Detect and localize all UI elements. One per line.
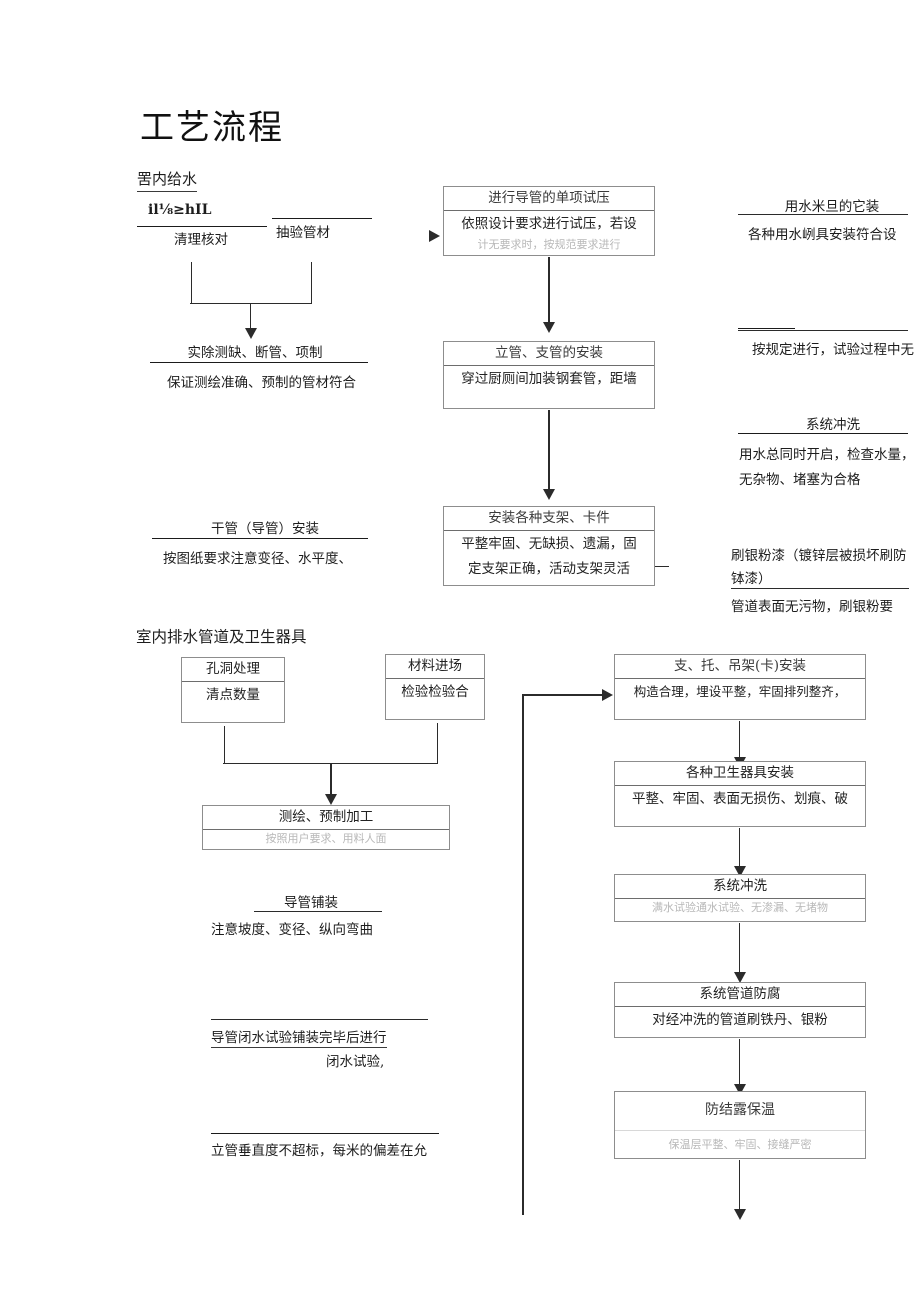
flow-box-caption: 材料进场 [386, 655, 484, 679]
flow-box-hole-treatment: 孔洞处理 清点数量 [181, 657, 285, 723]
flow-box-caption: 孔洞处理 [182, 658, 284, 682]
arrow-down-icon-lL [325, 794, 337, 805]
rule-lL2 [211, 1019, 428, 1020]
rule-uL4 [152, 538, 368, 539]
node-heading-lL1: 导管铺装 [284, 895, 338, 911]
arrow-down-icon-lr3 [734, 972, 746, 983]
rule-uL3 [150, 362, 368, 363]
flow-box-pipe-anticorrosion: 系统管道防腐 对经冲洗的管道刷铁丹、银粉 [614, 982, 866, 1038]
node-body-lL3: 立管垂直度不超标，每米的偏差在允 [211, 1143, 427, 1159]
node-heading-uR4-line1: 刷银粉漆（镀锌层被损坏刷防 [731, 548, 907, 564]
connector-lr4-lr5 [739, 1039, 740, 1087]
rule-uR2 [738, 330, 908, 331]
node-heading-uL4: 干管（导管）安装 [211, 521, 319, 537]
section-label-indoor-water-supply: 罟内给水 [137, 168, 198, 192]
node-body-uL1: 清理核对 [174, 232, 228, 248]
flow-box-material-arrival: 材料进场 检验检验合 [385, 654, 485, 720]
arrow-down-icon-c1 [543, 322, 555, 333]
rule-uR1 [738, 214, 908, 215]
flow-box-body: 对经冲洗的管道刷铁丹、银粉 [652, 1012, 828, 1028]
rule-lL1 [254, 911, 382, 912]
connector-lr2-lr3 [739, 828, 740, 870]
flow-box-body: 按照用户要求、用料人面 [265, 832, 387, 845]
connector-lr1-lr2 [739, 721, 740, 761]
flow-box-body: 构造合理，埋设平整，牢固排列整齐， [633, 684, 847, 699]
node-body-uR3-line2: 无杂物、堵塞为合格 [739, 472, 861, 488]
node-body-uR1: 各种用水峢具安装符合设 [748, 227, 897, 243]
flow-box-line1: 依照设计要求进行试压，若设 [461, 216, 637, 232]
node-body-uL4: 按图纸要求注意变径、水平度、 [163, 551, 352, 567]
node-body-uR2: 按规定进行，试验过程中无 [752, 342, 914, 358]
connector-lr3-lr4 [739, 923, 740, 975]
flow-box-caption: 测绘、预制加工 [203, 806, 449, 830]
flow-box-caption: 安装各种支架、卡件 [444, 507, 654, 531]
arrow-down-icon-lr4 [734, 1084, 746, 1095]
connector-stub-hole [224, 726, 225, 764]
node-body-uL3: 保证测绘准确、预制的管材符合 [167, 375, 356, 391]
node-heading-uR3: 系统冲洗 [806, 417, 860, 433]
arrow-right-icon-into-supports [602, 689, 613, 701]
flow-box-caption: 支、托、吊架(卡)安装 [615, 655, 865, 679]
flow-box-caption: 各种卫生器具安装 [615, 762, 865, 786]
connector-merge-down [250, 303, 251, 331]
rule-uL2 [272, 218, 372, 219]
connector-stub-material [437, 723, 438, 764]
flow-box-body: 满水试验通水试验、无渗漏、无堵物 [652, 901, 828, 914]
flow-box-caption: 进行导管的单项试压 [444, 187, 654, 211]
connector-lr5-out [739, 1160, 740, 1212]
node-body-lL2: 闭水试验, [326, 1054, 385, 1070]
flow-box-line2: 计无要求时，按规范要求进行 [477, 238, 621, 251]
connector-feedback-vertical [522, 695, 524, 1215]
flow-box-body: 清点数量 [206, 687, 260, 703]
flow-box-hanger-install: 支、托、吊架(卡)安装 构造合理，埋设平整，牢固排列整齐， [614, 654, 866, 720]
page-title: 工艺流程 [140, 108, 284, 148]
section-label-indoor-drainage: 室内排水管道及卫生器具 [136, 628, 307, 646]
flow-box-pressure-test: 进行导管的单项试压 依照设计要求进行试压，若设 计无要求时，按规范要求进行 [443, 186, 655, 256]
rule-uR4 [731, 588, 909, 589]
arrow-down-icon-lr5 [734, 1209, 746, 1220]
connector-stub-right [311, 262, 312, 304]
flow-box-system-flush: 系统冲洗 满水试验通水试验、无渗漏、无堵物 [614, 874, 866, 922]
arrow-right-icon-into-pressure-test [429, 230, 440, 242]
connector-merge-down-lower [330, 763, 332, 797]
flow-box-body: 平整、牢固、表面无损伤、划痕、破 [632, 791, 848, 807]
flow-box-caption: 立管、支管的安装 [444, 342, 654, 366]
flow-box-caption: 系统管道防腐 [615, 983, 865, 1007]
flow-box-sanitary-fixtures: 各种卫生器具安装 平整、牢固、表面无损伤、划痕、破 [614, 761, 866, 827]
flow-box-line2: 定支架正确，活动支架灵活 [468, 561, 630, 577]
flow-box-body: 检验检验合 [401, 684, 469, 700]
flow-box-line1: 平整牢固、无缺损、遗漏，固 [461, 536, 637, 552]
arrow-down-icon-uL [245, 328, 257, 339]
flow-box-caption: 防结露保温 [705, 1102, 775, 1118]
node-heading-lL2: 导管闭水试验铺装完毕后进行 [211, 1026, 387, 1048]
node-body-uR4: 管道表面无污物，刷银粉要 [731, 599, 893, 615]
rule-uR3 [738, 433, 908, 434]
rule-uR2-accent [738, 328, 795, 329]
node-heading-uR1: 用水米旦的它装 [784, 199, 880, 215]
flow-box-caption: 系统冲洗 [615, 875, 865, 899]
flow-box-supports-clamps: 安装各种支架、卡件 平整牢固、无缺损、遗漏，固 定支架正确，活动支架灵活 [443, 506, 655, 586]
connector-stub-left [191, 262, 192, 304]
rule-uL1 [137, 226, 267, 227]
connector-box1-to-box2 [548, 257, 550, 325]
flow-box-survey-prefab: 测绘、预制加工 按照用户要求、用料人面 [202, 805, 450, 850]
connector-feedback-horizontal [522, 694, 604, 696]
flow-box-riser-branch-install: 立管、支管的安装 穿过厨厕间加装钢套管，距墙 [443, 341, 655, 409]
node-body-uL2: 抽验管材 [276, 225, 330, 241]
node-body-uR3-line1: 用水总同时开启，检查水量， [739, 447, 915, 463]
flow-box-line1: 穿过厨厕间加装钢套管，距墙 [461, 371, 637, 387]
flow-box-condensation-insulation: 防结露保温 保温层平整、牢固、接缝严密 [614, 1091, 866, 1159]
node-body-lL1: 注意坡度、变径、纵向弯曲 [211, 922, 373, 938]
flow-box-body: 保温层平整、牢固、接缝严密 [615, 1130, 865, 1153]
rule-lL3 [211, 1133, 439, 1134]
connector-box2-to-box3 [548, 410, 550, 492]
connector-box3-right-stub [655, 566, 669, 567]
node-heading-uL1: il⅛≥hIL [148, 202, 212, 218]
node-heading-uL3: 实除测缺、断管、项制 [187, 345, 323, 361]
connector-merge-bar [190, 303, 312, 304]
arrow-down-icon-lr2 [734, 866, 746, 877]
arrow-down-icon-c2 [543, 489, 555, 500]
node-heading-uR4-line2: 钵漆） [731, 567, 772, 589]
